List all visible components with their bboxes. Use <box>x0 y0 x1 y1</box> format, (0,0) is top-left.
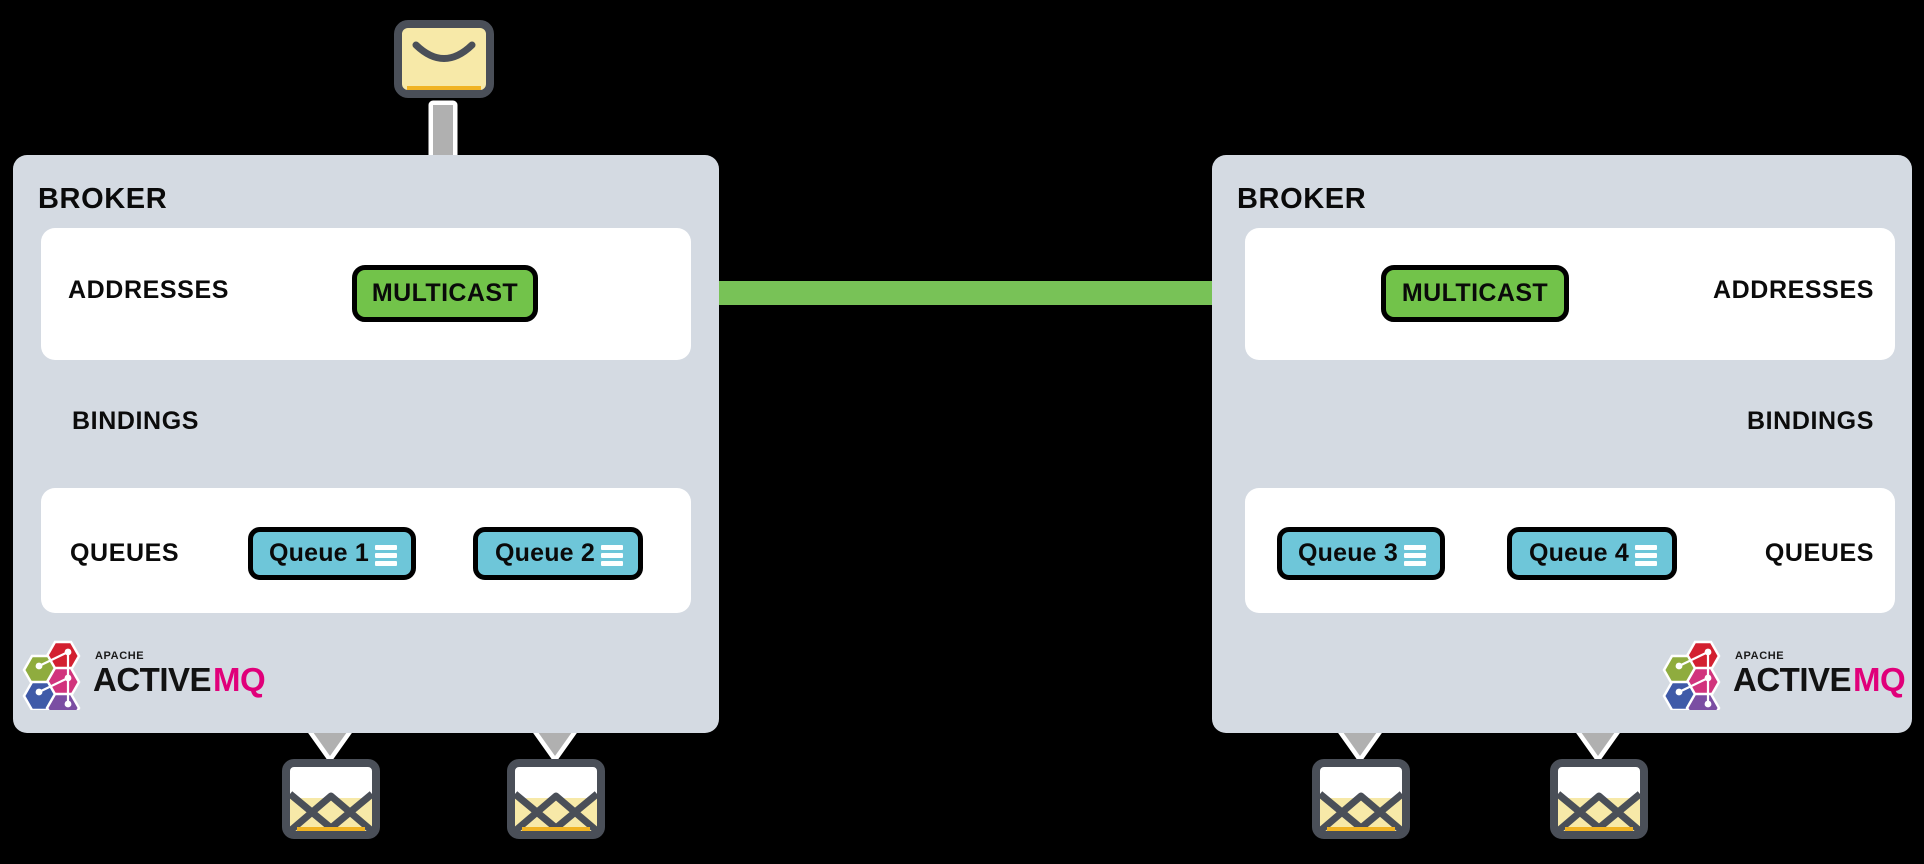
address-multicast-left[interactable]: MULTICAST <box>352 265 538 322</box>
queue-chip-queue-4[interactable]: Queue 4 <box>1507 527 1677 580</box>
addresses-panel-right <box>1245 228 1895 360</box>
queue-label-queue-2: Queue 2 <box>494 539 596 567</box>
open-envelope-icon <box>281 758 381 840</box>
open-envelope-icon <box>1311 758 1411 840</box>
sealed-envelope-icon <box>394 20 494 98</box>
logo-active-text: ACTIVE <box>1733 661 1851 698</box>
queue-label-queue-1: Queue 1 <box>268 539 370 567</box>
broker-panel-left: BROKER <box>13 155 719 733</box>
address-multicast-right[interactable]: MULTICAST <box>1381 265 1569 322</box>
logo-mq-text: MQ <box>213 661 265 698</box>
arrow-broker-to-broker <box>606 268 1325 318</box>
broker-panel-right: BROKER <box>1212 155 1912 733</box>
open-envelope-icon <box>506 758 606 840</box>
label-queues-left: QUEUES <box>70 539 180 567</box>
queue-lines-icon <box>1402 541 1428 567</box>
label-addresses-right: ADDRESSES <box>1713 276 1874 304</box>
logo-apache-text: APACHE <box>1735 650 1784 662</box>
queue-label-queue-4: Queue 4 <box>1528 539 1630 567</box>
queue-lines-icon <box>1633 541 1659 567</box>
logo-active-text: ACTIVE <box>93 661 211 698</box>
activemq-logo-left: APACHE ACTIVE MQ <box>22 638 290 724</box>
label-queues-right: QUEUES <box>1764 539 1874 567</box>
queue-lines-icon <box>599 541 625 567</box>
queue-lines-icon <box>373 541 399 567</box>
logo-apache-text: APACHE <box>95 650 144 662</box>
label-bindings-left: BINDINGS <box>72 407 200 435</box>
activemq-hexagons-icon <box>1662 640 1721 724</box>
logo-mq-text: MQ <box>1853 661 1905 698</box>
label-addresses-left: ADDRESSES <box>68 276 229 304</box>
open-envelope-icon <box>1549 758 1649 840</box>
broker-title-right: BROKER <box>1237 183 1367 215</box>
queue-chip-queue-3[interactable]: Queue 3 <box>1277 527 1445 580</box>
queue-chip-queue-1[interactable]: Queue 1 <box>248 527 416 580</box>
queue-label-queue-3: Queue 3 <box>1297 539 1399 567</box>
activemq-logo-right: APACHE ACTIVE MQ <box>1662 638 1924 724</box>
activemq-hexagons-icon <box>22 640 81 724</box>
queue-chip-queue-2[interactable]: Queue 2 <box>473 527 643 580</box>
broker-title-left: BROKER <box>38 183 168 215</box>
label-bindings-right: BINDINGS <box>1746 407 1874 435</box>
